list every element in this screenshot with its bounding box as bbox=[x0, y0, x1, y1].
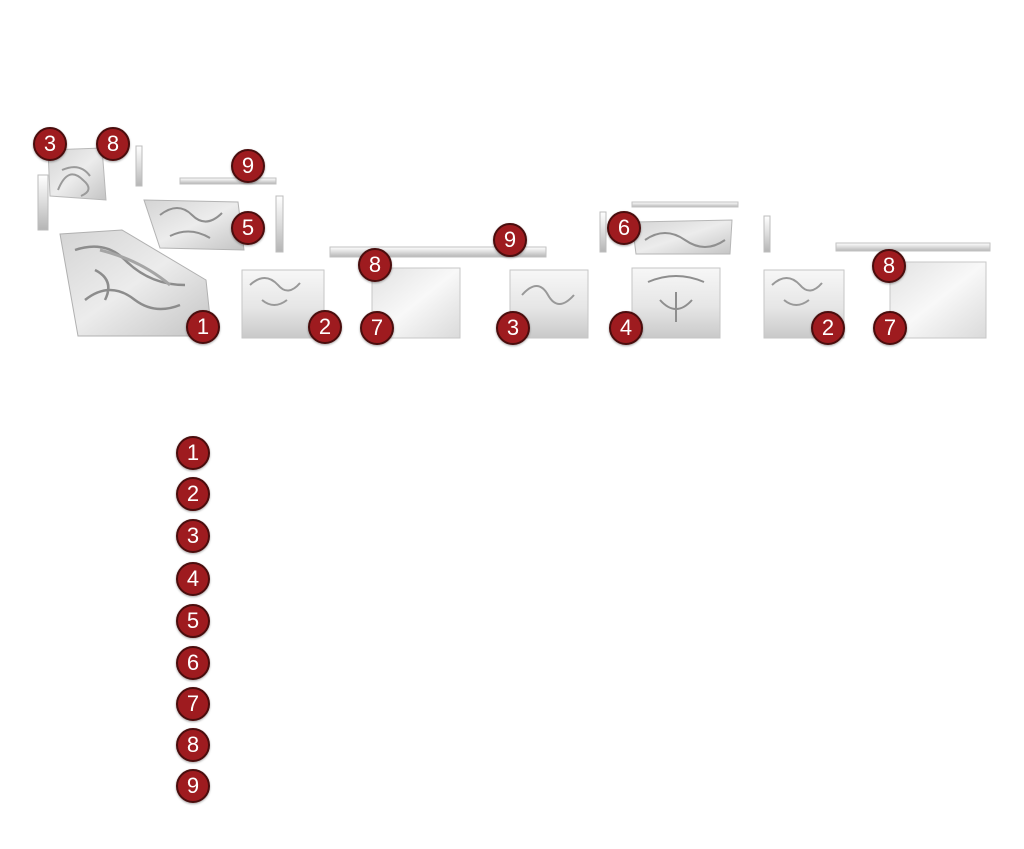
legend-number: 1 bbox=[176, 436, 210, 470]
legend-number: 5 bbox=[176, 604, 210, 638]
callout-8: 8 bbox=[358, 248, 392, 282]
callout-2: 2 bbox=[308, 310, 342, 344]
callout-7: 7 bbox=[873, 311, 907, 345]
callout-3: 3 bbox=[496, 311, 530, 345]
callout-4: 4 bbox=[609, 311, 643, 345]
callout-5: 5 bbox=[231, 211, 265, 245]
legend-number: 3 bbox=[176, 519, 210, 553]
cornice-molding-b bbox=[836, 243, 990, 251]
callout-2: 2 bbox=[811, 311, 845, 345]
legend-number: 9 bbox=[176, 769, 210, 803]
legend-number: 8 bbox=[176, 728, 210, 762]
callout-6: 6 bbox=[607, 211, 641, 245]
callout-9: 9 bbox=[231, 149, 265, 183]
flat-cornice-strip bbox=[180, 178, 276, 184]
callout-7: 7 bbox=[360, 311, 394, 345]
legend-number: 6 bbox=[176, 646, 210, 680]
callout-1: 1 bbox=[186, 310, 220, 344]
callout-3: 3 bbox=[33, 127, 67, 161]
legend-number: 2 bbox=[176, 477, 210, 511]
legend-number: 7 bbox=[176, 687, 210, 721]
callout-9: 9 bbox=[493, 223, 527, 257]
thin-molding-strip bbox=[136, 146, 142, 186]
callout-8: 8 bbox=[872, 249, 906, 283]
legend-number: 4 bbox=[176, 562, 210, 596]
callout-8: 8 bbox=[96, 127, 130, 161]
central-cartouche-block bbox=[632, 268, 720, 338]
